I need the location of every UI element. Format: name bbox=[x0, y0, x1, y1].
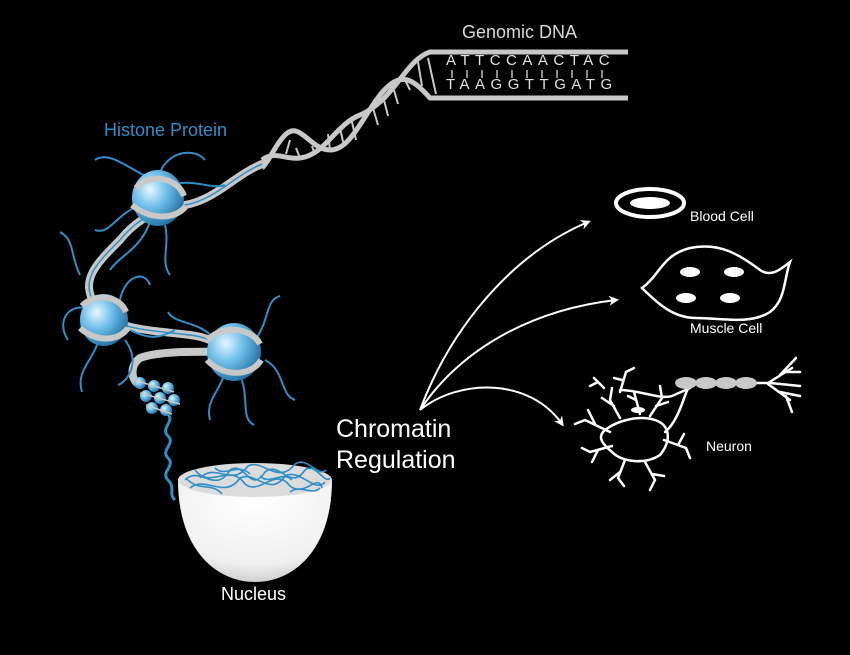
blood-cell-label: Blood Cell bbox=[690, 208, 754, 224]
genomic-dna-label: Genomic DNA bbox=[462, 22, 578, 42]
arrow-to-blood-cell bbox=[419, 220, 591, 411]
nucleosome-3 bbox=[204, 323, 264, 381]
chromatin-regulation-label: Chromatin Regulation bbox=[336, 414, 456, 476]
chromatin-label-line2: Regulation bbox=[336, 446, 456, 474]
nucleosome-2 bbox=[78, 294, 131, 346]
coiled-fiber bbox=[164, 413, 177, 502]
dna-top-strand: ATTCCAACTAC bbox=[446, 52, 616, 69]
muscle-cell-icon bbox=[640, 245, 793, 322]
neuron-icon bbox=[573, 356, 802, 492]
dna-double-helix bbox=[260, 49, 628, 170]
neuron-label: Neuron bbox=[706, 438, 752, 454]
nucleus-bowl bbox=[178, 461, 332, 582]
compacted-nucleosomes bbox=[133, 377, 181, 416]
myelin-sheath bbox=[675, 377, 757, 389]
differentiation-arrows bbox=[419, 220, 619, 427]
chromatin-label-line1: Chromatin bbox=[336, 415, 452, 443]
histone-protein-label: Histone Protein bbox=[104, 120, 228, 140]
muscle-cell-label: Muscle Cell bbox=[690, 320, 763, 336]
arrow-to-neuron bbox=[419, 386, 564, 427]
nucleosome-1 bbox=[130, 170, 189, 226]
arrow-to-muscle-cell bbox=[419, 295, 619, 411]
dna-bottom-strand: TAAGGTTGATG bbox=[446, 76, 618, 93]
blood-cell-icon bbox=[614, 187, 686, 219]
nucleus-label: Nucleus bbox=[221, 584, 287, 604]
